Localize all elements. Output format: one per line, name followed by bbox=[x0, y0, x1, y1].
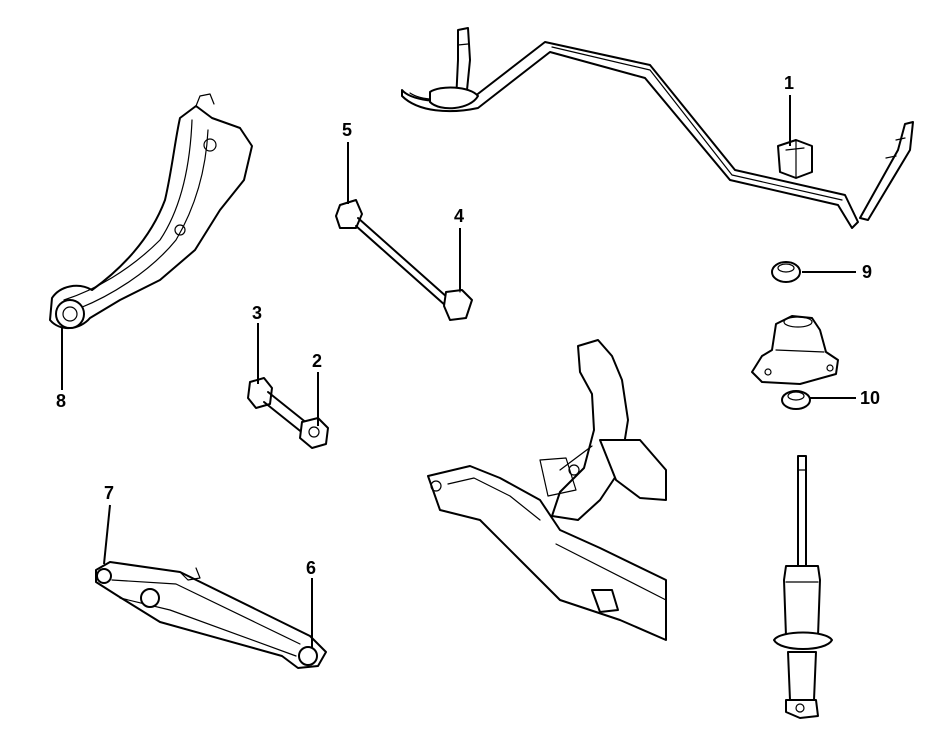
trailing-arm bbox=[49, 93, 253, 329]
callout-5: 5 bbox=[342, 120, 353, 140]
callout-9: 9 bbox=[862, 262, 873, 282]
callout-1: 1 bbox=[784, 73, 795, 93]
leader-lines bbox=[61, 95, 856, 648]
callout-8: 8 bbox=[56, 391, 67, 411]
callout-2: 2 bbox=[312, 351, 323, 371]
leader-7 bbox=[103, 504, 111, 565]
callout-6: 6 bbox=[306, 558, 317, 578]
callout-3: 3 bbox=[252, 303, 263, 323]
rear-crossmember bbox=[427, 339, 667, 641]
stabilizer-link bbox=[335, 199, 473, 321]
callout-7: 7 bbox=[104, 483, 115, 503]
stabilizer-bar bbox=[401, 27, 914, 229]
lower-control-arm bbox=[95, 561, 327, 669]
shock-absorber bbox=[773, 455, 833, 719]
lower-insulator bbox=[781, 390, 811, 410]
upper-insulator bbox=[771, 261, 801, 283]
lateral-link bbox=[247, 377, 329, 449]
stabilizer-bar-bushing bbox=[777, 139, 813, 179]
callout-10: 10 bbox=[860, 388, 881, 408]
callout-4: 4 bbox=[454, 206, 465, 226]
shock-mount bbox=[751, 315, 839, 385]
